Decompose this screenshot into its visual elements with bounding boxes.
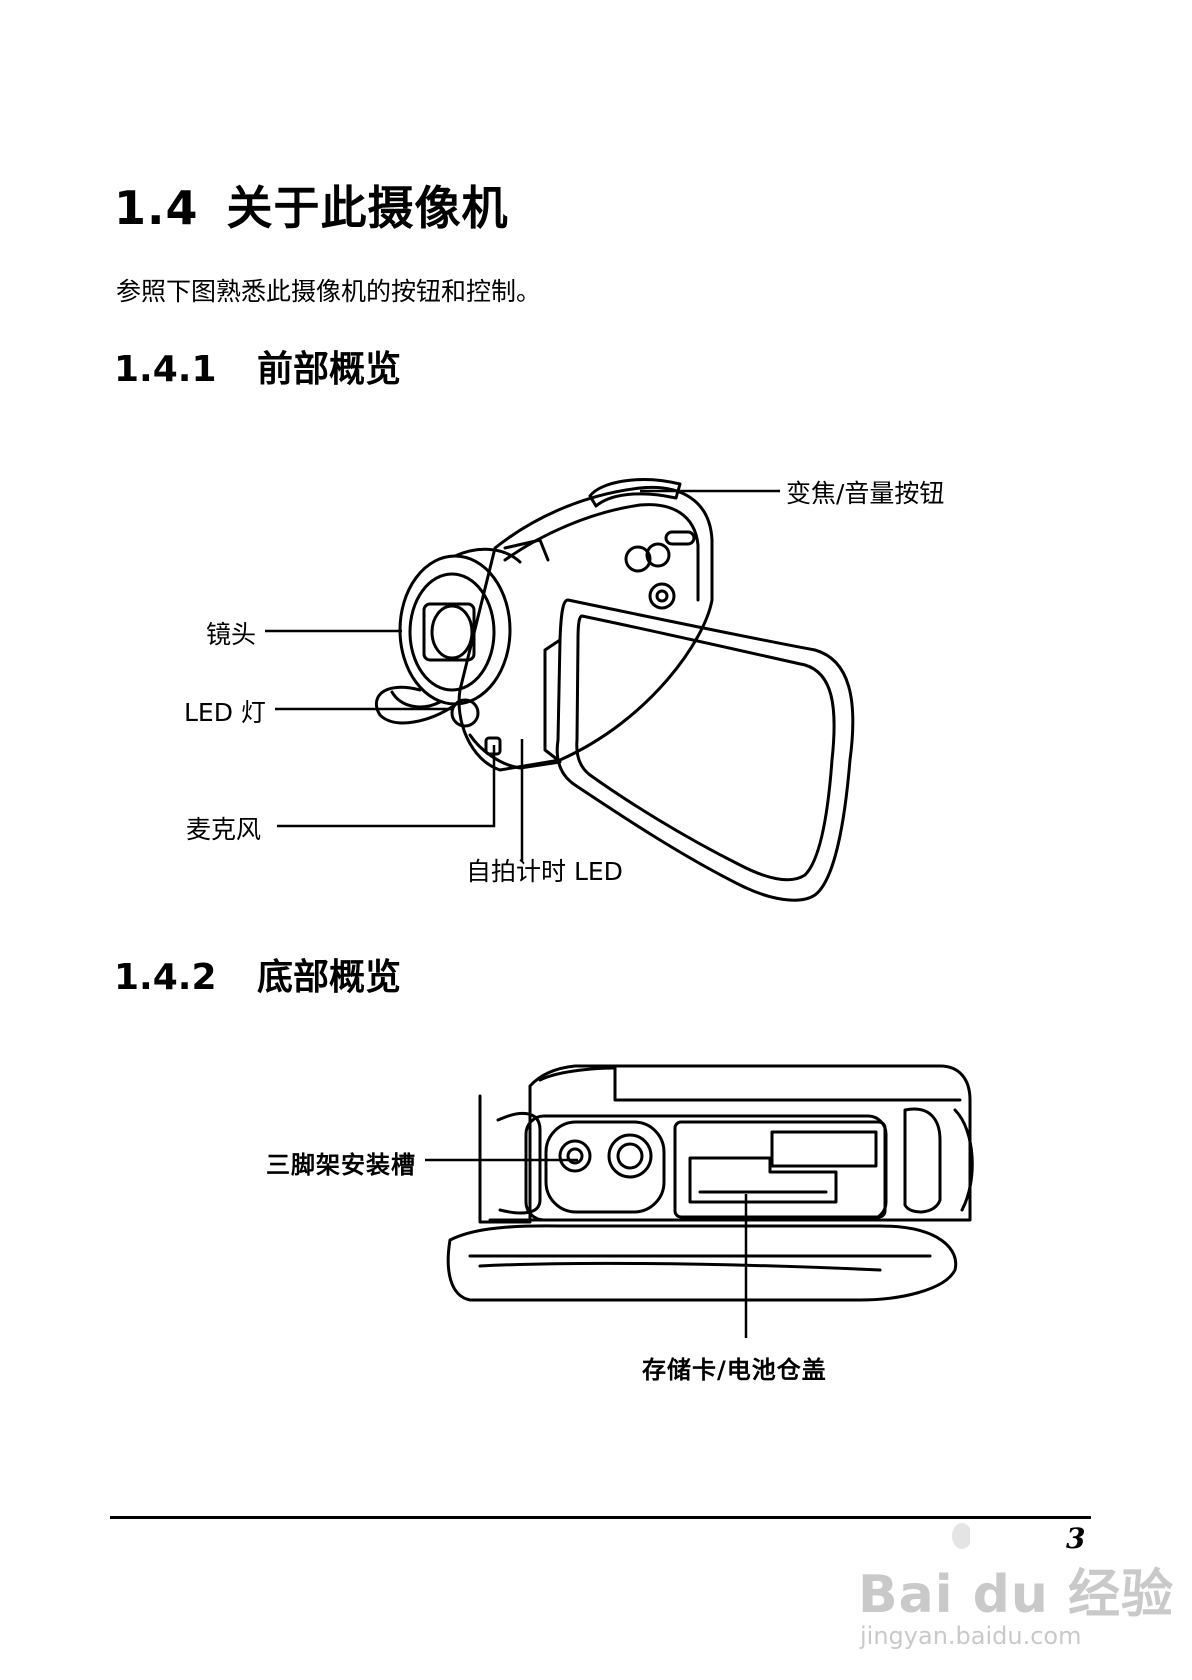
bottom-overview-heading: 1.4.2 底部概览	[114, 948, 401, 1000]
section-number: 1.4	[114, 181, 199, 235]
page-number: 3	[1066, 1522, 1086, 1555]
front-overview-number: 1.4.1	[114, 349, 217, 390]
footer-rule	[110, 1516, 1091, 1519]
label-zoom-volume-button: 变焦/音量按钮	[786, 479, 945, 508]
front-overview-title: 前部概览	[257, 349, 402, 390]
label-tripod-socket: 三脚架安装槽	[266, 1151, 416, 1179]
label-card-battery-cover: 存储卡/电池仓盖	[642, 1356, 827, 1384]
label-led-light: LED 灯	[184, 698, 266, 727]
paw-watermark-icon	[952, 1523, 970, 1549]
section-title: 关于此摄像机	[226, 181, 509, 235]
watermark-url: jingyan.baidu.com	[860, 1622, 1082, 1650]
label-self-timer-led: 自拍计时 LED	[466, 857, 623, 886]
bottom-overview-number: 1.4.2	[114, 957, 217, 998]
section-heading: 1.4 关于此摄像机	[114, 172, 509, 238]
watermark-brand: Bai du 经验	[858, 1565, 1174, 1625]
bottom-overview-title: 底部概览	[257, 957, 402, 998]
front-overview-heading: 1.4.1 前部概览	[114, 340, 401, 392]
label-lens: 镜头	[206, 620, 257, 649]
label-microphone: 麦克风	[186, 815, 262, 844]
intro-paragraph: 参照下图熟悉此摄像机的按钮和控制。	[116, 277, 542, 306]
